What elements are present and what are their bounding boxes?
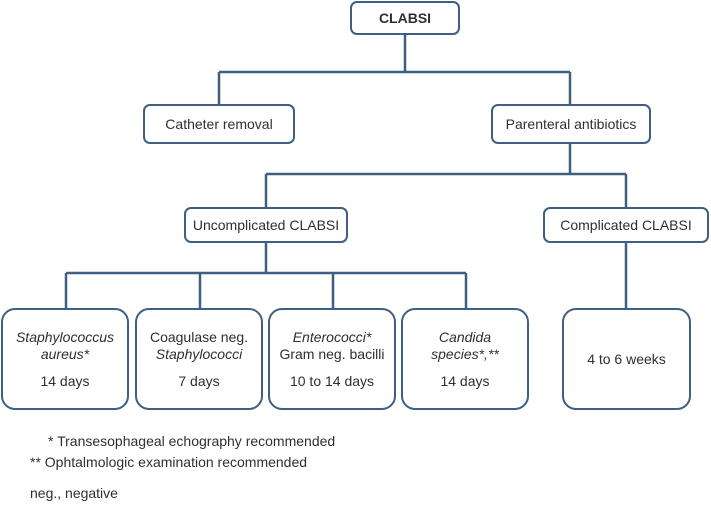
candida-duration: 14 days	[440, 372, 490, 389]
footnote-ophtalmologic: ** Ophtalmologic examination recommended	[30, 454, 308, 470]
complicated-clabsi-label: Complicated CLABSI	[560, 217, 692, 233]
uncomplicated-clabsi-label: Uncomplicated CLABSI	[192, 217, 340, 233]
staph-aureus-duration: 14 days	[40, 372, 90, 389]
coag-neg-node: Coagulase neg. Staphylococci 7 days	[135, 308, 263, 410]
catheter-removal-label: Catheter removal	[165, 116, 273, 132]
parenteral-antibiotics-node: Parenteral antibiotics	[491, 104, 651, 144]
uncomplicated-clabsi-node: Uncomplicated CLABSI	[184, 207, 348, 243]
enterococci-line1: Enterococci*	[292, 328, 372, 345]
staph-aureus-line1: Staphylococcus	[15, 328, 115, 345]
footnote-abbreviation: neg., negative	[30, 485, 118, 501]
candida-line2: species*,**	[431, 345, 499, 362]
candida-line1: Candida	[438, 328, 492, 345]
enterococci-duration: 10 to 14 days	[289, 372, 375, 389]
catheter-removal-node: Catheter removal	[143, 104, 295, 144]
clabsi-root-node: CLABSI	[350, 1, 460, 35]
coag-neg-line2: Staphylococci	[155, 345, 243, 362]
staph-aureus-line2: aureus*	[40, 345, 90, 362]
staph-aureus-node: Staphylococcus aureus* 14 days	[1, 308, 129, 410]
complicated-duration: 4 to 6 weeks	[587, 350, 666, 367]
enterococci-node: Enterococci* Gram neg. bacilli 10 to 14 …	[268, 308, 396, 410]
complicated-clabsi-node: Complicated CLABSI	[543, 207, 709, 243]
candida-node: Candida species*,** 14 days	[401, 308, 529, 410]
coag-neg-line1: Coagulase neg.	[149, 328, 249, 345]
clabsi-root-label: CLABSI	[378, 10, 432, 26]
complicated-duration-node: 4 to 6 weeks	[562, 308, 691, 410]
parenteral-antibiotics-label: Parenteral antibiotics	[505, 116, 637, 132]
coag-neg-duration: 7 days	[178, 372, 220, 389]
enterococci-line2: Gram neg. bacilli	[279, 345, 385, 362]
footnote-transesophageal: * Transesophageal echography recommended	[48, 433, 336, 449]
